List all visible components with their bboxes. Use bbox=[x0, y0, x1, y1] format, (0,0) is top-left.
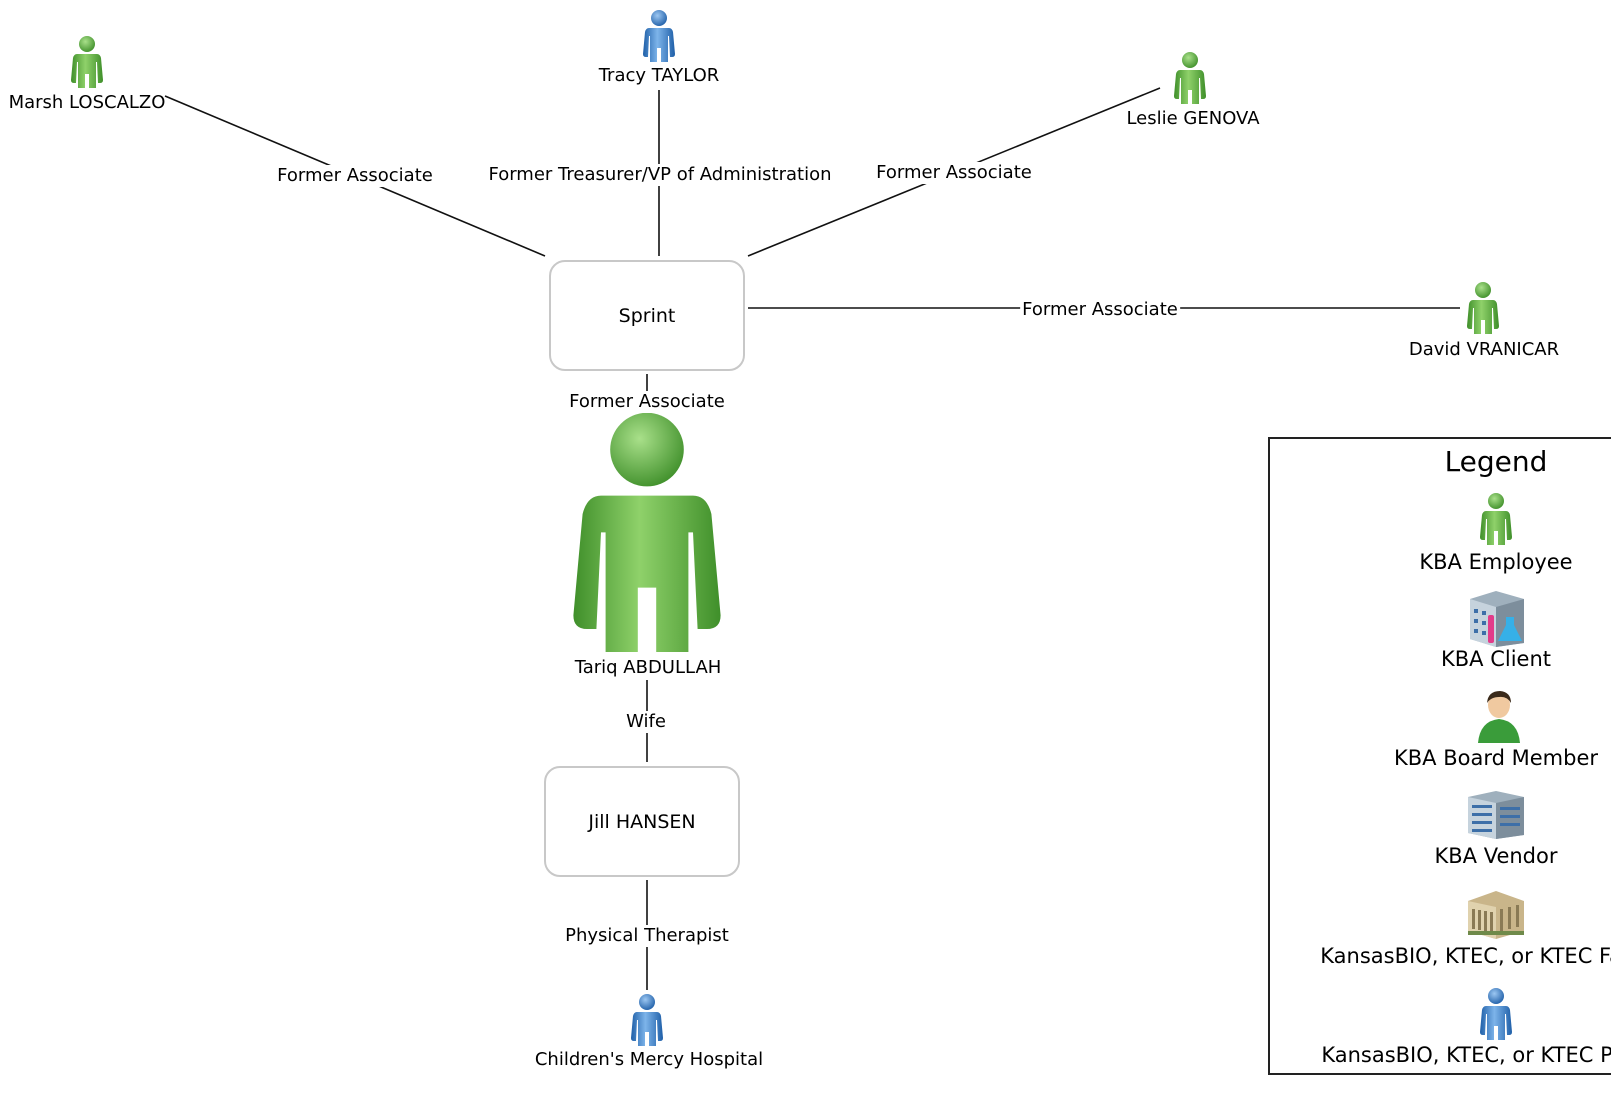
legend-item-board-member: KBA Board Member bbox=[1394, 746, 1598, 770]
edge-label-marsh-sprint: Former Associate bbox=[275, 165, 435, 187]
edge-label-sprint-tariq: Former Associate bbox=[567, 391, 727, 413]
edge-label-leslie-sprint: Former Associate bbox=[874, 162, 1034, 184]
tracy-taylor-label[interactable]: Tracy TAYLOR bbox=[598, 65, 720, 86]
sprint-node[interactable]: Sprint bbox=[549, 260, 745, 371]
marsh-person-icon bbox=[71, 36, 103, 88]
edges bbox=[164, 87, 1460, 990]
legend-item-client: KBA Client bbox=[1440, 647, 1551, 671]
edge-label-david-sprint: Former Associate bbox=[1020, 299, 1180, 321]
childrens-person-icon bbox=[631, 994, 663, 1046]
leslie-person-icon bbox=[1174, 52, 1206, 104]
marsh-loscalzo-label[interactable]: Marsh LOSCALZO bbox=[8, 92, 166, 113]
childrens-mercy-label[interactable]: Children's Mercy Hospital bbox=[534, 1049, 764, 1070]
legend-item-vendor: KBA Vendor bbox=[1434, 844, 1558, 868]
edge-label-jill-childrens: Physical Therapist bbox=[563, 925, 731, 947]
tracy-person-icon bbox=[643, 10, 675, 62]
legend-item-ktec-facility: KansasBIO, KTEC, or KTEC Facility bbox=[1320, 944, 1611, 968]
legend-title: Legend bbox=[1444, 445, 1548, 478]
leslie-genova-label[interactable]: Leslie GENOVA bbox=[1126, 108, 1260, 129]
board-member-avatar-icon bbox=[1478, 691, 1520, 743]
edge-label-tariq-jill: Wife bbox=[624, 711, 668, 733]
tariq-person-icon bbox=[573, 412, 721, 652]
lab-building-icon bbox=[1470, 591, 1524, 647]
blue-person-icon bbox=[1480, 988, 1512, 1040]
classical-building-icon bbox=[1468, 891, 1524, 939]
legend-item-employee: KBA Employee bbox=[1419, 550, 1573, 574]
legend-panel: Legend KBA Employee KBA Client KBA Board… bbox=[1268, 437, 1611, 1075]
legend-item-ktec-person: KansasBIO, KTEC, or KTEC Person bbox=[1321, 1043, 1611, 1067]
edge-label-tracy-sprint: Former Treasurer/VP of Administration bbox=[486, 164, 834, 186]
david-vranicar-label[interactable]: David VRANICAR bbox=[1408, 339, 1560, 360]
green-person-icon bbox=[1480, 493, 1512, 545]
tariq-abdullah-label[interactable]: Tariq ABDULLAH bbox=[574, 657, 722, 678]
jill-hansen-node[interactable]: Jill HANSEN bbox=[544, 766, 740, 877]
office-building-icon bbox=[1468, 791, 1524, 839]
david-person-icon bbox=[1467, 282, 1499, 334]
